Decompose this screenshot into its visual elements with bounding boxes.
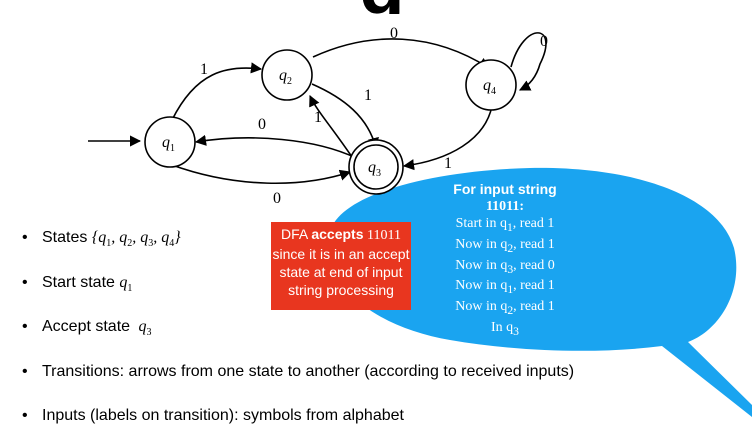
result-line-3: state at end of input — [279, 264, 403, 280]
bullet-states: •States {q1, q2, q3, q4} — [22, 229, 181, 250]
transitions — [88, 32, 547, 185]
trace-step: In q3 — [491, 319, 519, 338]
bullet-dot: • — [22, 407, 28, 424]
label-q3-q2: 1 — [314, 109, 322, 126]
slide-title-fragment: g — [232, 0, 532, 14]
label-q4-loop: 0 — [540, 33, 548, 50]
state-label-q1: q1 — [162, 134, 175, 154]
state-q2 — [261, 49, 313, 101]
edge-q4-loop — [510, 32, 547, 91]
label-q1-q3: 0 — [273, 190, 281, 207]
edge-q1-q3 — [171, 164, 352, 185]
state-label-q3: q3 — [368, 159, 381, 179]
result-line-1: DFA accepts 11011 — [281, 226, 401, 243]
bullet-inputs: •Inputs (labels on transition): symbols … — [22, 407, 404, 424]
states-set: {q1, q2, q3, q4} — [91, 229, 181, 250]
bullet-dot: • — [22, 318, 28, 335]
trace-step: Now in q3, read 0 — [455, 257, 555, 276]
edge-q3-q2 — [309, 94, 353, 158]
state-q4 — [465, 59, 517, 111]
trace-step: Now in q1, read 1 — [455, 278, 555, 297]
trace-step: Now in q2, read 1 — [455, 299, 555, 317]
bullet-transitions: •Transitions: arrows from one state to a… — [22, 363, 575, 380]
accept-result-box: DFA accepts 11011 since it is in an acce… — [271, 222, 411, 310]
label-q3-q1: 0 — [258, 116, 266, 133]
edge-q3-q1 — [194, 134, 357, 159]
state-q1 — [144, 116, 196, 168]
bullet-dot: • — [22, 274, 28, 291]
bullet-start-state: •Start state q1 — [22, 274, 133, 295]
label-q2-q3: 1 — [364, 87, 372, 104]
label-q2-q4: 0 — [390, 25, 398, 42]
result-line-4: string processing — [288, 282, 394, 298]
result-line-2: since it is in an accept — [272, 246, 410, 262]
edge-q4-q3 — [402, 105, 493, 171]
bullet-accept-state: •Accept state q3 — [22, 318, 152, 339]
edge-q2-q4 — [312, 38, 490, 69]
dfa-diagram: q1 q2 q3 q4 1 0 1 1 0 0 1 0 — [88, 25, 752, 417]
states — [144, 49, 517, 195]
start-state-symbol: q1 — [119, 274, 133, 295]
accept-state-symbol: q3 — [138, 318, 152, 339]
callout-input: 11011: — [485, 199, 525, 214]
state-label-q4: q4 — [483, 77, 496, 97]
callout-header: For input string — [453, 181, 557, 197]
bullet-dot: • — [22, 363, 28, 380]
state-label-q2: q2 — [279, 67, 292, 87]
edge-q1-q2 — [171, 62, 263, 121]
label-q1-q2: 1 — [200, 61, 208, 78]
callout-trace: For input string 11011: Start in q1, rea… — [430, 181, 580, 340]
bullet-dot: • — [22, 229, 28, 246]
callout-balloon — [329, 167, 752, 417]
edge-q2-q3 — [311, 83, 379, 150]
label-q4-q3: 1 — [444, 155, 452, 172]
state-q3-inner — [353, 144, 399, 190]
trace-step: Now in q2, read 1 — [455, 236, 555, 255]
trace-step: Start in q1, read 1 — [455, 216, 555, 234]
